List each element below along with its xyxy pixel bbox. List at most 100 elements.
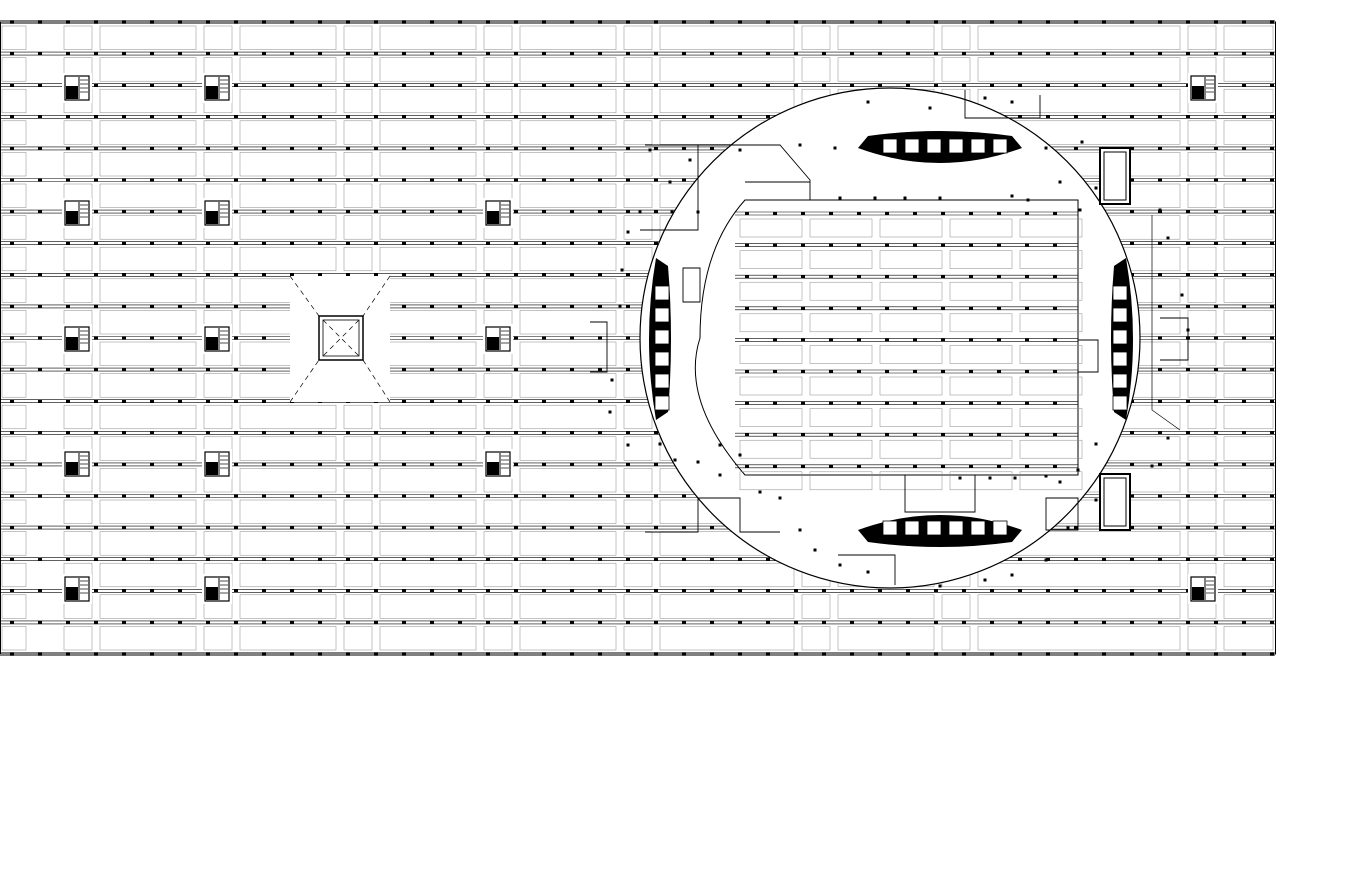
lift-core — [1099, 473, 1131, 531]
post-mark — [766, 557, 770, 561]
post-mark — [346, 273, 350, 277]
desk — [483, 562, 513, 588]
desk — [63, 246, 93, 272]
post-mark — [430, 399, 434, 403]
post-mark — [1074, 620, 1078, 624]
post-mark — [430, 210, 434, 214]
post-mark — [1158, 115, 1162, 119]
column — [738, 453, 742, 457]
post-mark — [122, 273, 126, 277]
post-mark — [1102, 589, 1106, 593]
post-mark — [206, 620, 210, 624]
post-mark — [598, 399, 602, 403]
south-east-room — [1045, 497, 1079, 531]
post-mark — [794, 589, 798, 593]
post-mark — [850, 52, 854, 56]
stair-core-icon — [62, 198, 92, 228]
post-mark — [1270, 431, 1274, 435]
inner-post-mark — [829, 370, 833, 373]
inner-desk — [739, 250, 803, 269]
post-mark — [150, 462, 154, 466]
desk — [623, 436, 653, 461]
desk — [99, 531, 197, 556]
north-bay — [964, 90, 1041, 119]
post-mark — [1158, 273, 1162, 277]
post-mark — [430, 115, 434, 119]
post-mark — [738, 589, 742, 593]
post-mark — [1158, 52, 1162, 56]
post-mark — [206, 399, 210, 403]
post-mark — [206, 557, 210, 561]
post-mark — [178, 462, 182, 466]
post-mark — [570, 210, 574, 214]
post-mark — [318, 241, 322, 245]
desk — [483, 120, 513, 145]
post-mark — [374, 273, 378, 277]
desk — [1, 499, 27, 524]
post-mark — [486, 620, 490, 624]
post-mark — [402, 494, 406, 498]
desk — [1187, 310, 1217, 335]
post-mark — [1242, 494, 1246, 498]
post-mark — [318, 210, 322, 214]
desk — [239, 88, 337, 114]
post-mark — [402, 557, 406, 561]
post-mark — [1270, 526, 1274, 530]
post-mark — [1158, 178, 1162, 182]
inner-post-mark — [745, 401, 749, 405]
desk — [379, 626, 477, 651]
inner-desk — [879, 250, 943, 269]
post-mark — [374, 178, 378, 182]
inner-post-mark — [913, 401, 917, 405]
post-mark — [234, 115, 238, 119]
core-fill — [487, 211, 499, 224]
inner-post-mark — [885, 401, 889, 405]
desk — [239, 499, 337, 524]
desk — [1187, 278, 1217, 303]
post-mark — [1186, 210, 1190, 214]
desk — [99, 436, 197, 461]
inner-post-mark — [801, 275, 805, 279]
post-mark — [1242, 273, 1246, 277]
core-outline — [204, 326, 230, 352]
desk — [519, 57, 617, 82]
post-mark — [346, 52, 350, 56]
desk — [343, 215, 373, 240]
post-mark — [570, 146, 574, 150]
post-mark — [1214, 557, 1218, 561]
post-mark — [542, 462, 546, 466]
post-mark — [766, 620, 770, 624]
post-mark — [458, 210, 462, 214]
desk — [483, 88, 513, 114]
stair-core-icon — [62, 73, 92, 103]
column — [626, 230, 630, 234]
post-mark — [178, 557, 182, 561]
column — [670, 210, 674, 214]
desk — [203, 373, 233, 398]
post-mark — [1074, 589, 1078, 593]
desk — [941, 57, 971, 82]
post-mark — [626, 526, 630, 530]
post-mark — [1214, 273, 1218, 277]
post-mark — [1270, 399, 1274, 403]
inner-desk — [879, 376, 943, 396]
post-mark — [150, 146, 154, 150]
desk — [1223, 57, 1274, 82]
post-mark — [878, 589, 882, 593]
post-mark — [94, 336, 98, 340]
post-mark — [122, 146, 126, 150]
post-mark — [1018, 83, 1022, 87]
post-mark — [514, 336, 518, 340]
desk — [483, 57, 513, 82]
inner-post-mark — [857, 338, 861, 342]
desk — [379, 88, 477, 114]
post-mark — [514, 462, 518, 466]
inner-desk — [879, 439, 943, 459]
column — [1166, 436, 1170, 440]
post-mark — [458, 146, 462, 150]
inner-post-mark — [997, 464, 1001, 468]
inner-post-mark — [745, 433, 749, 437]
core-room — [1112, 329, 1128, 345]
post-mark — [38, 273, 42, 277]
post-mark — [570, 304, 574, 308]
